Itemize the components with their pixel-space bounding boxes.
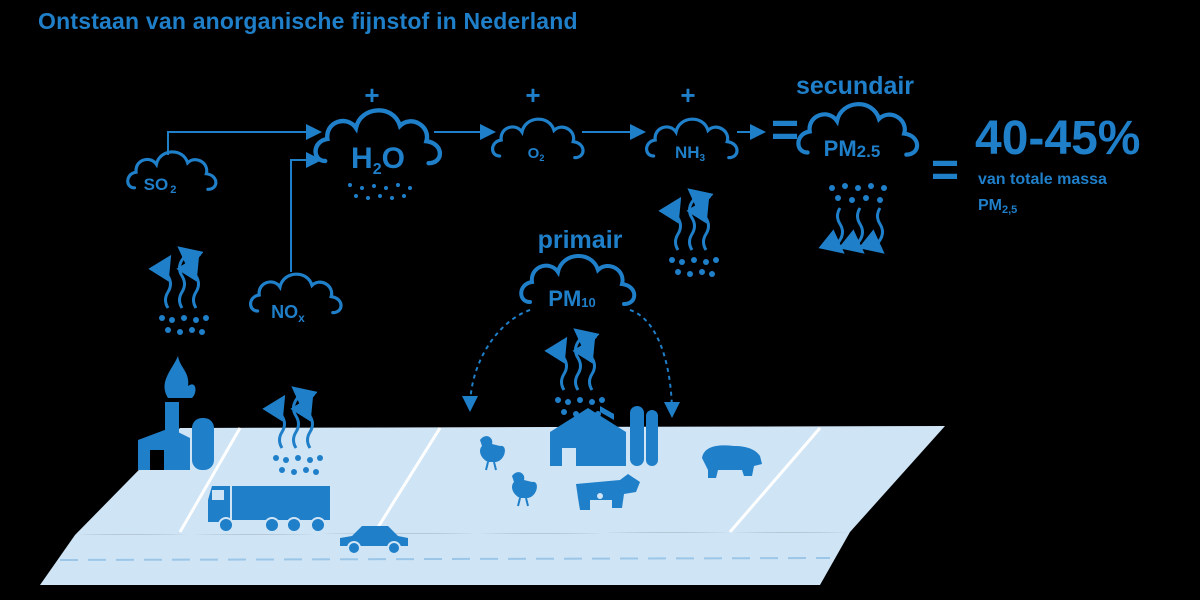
mass-label: van totale massa [978,171,1107,188]
mass-unit-label: PM2,5 [978,197,1017,216]
rising-arrows-icon [159,250,209,335]
cloud-icon [316,110,440,163]
secondary-label: secundair [796,72,914,100]
cow-icon [576,474,640,510]
plus-sign: + [525,80,540,110]
primary-label: primair [538,226,623,254]
page-title: Ontstaan van anorganische fijnstof in Ne… [38,8,578,34]
factory-icon [138,402,214,470]
nox-label: NOx [271,302,305,325]
flow-lines [167,124,766,418]
nh3-label: NH3 [675,143,706,164]
rising-arrows-icon [669,192,719,277]
chicken-icon [512,472,537,507]
equals-sign: = [771,104,799,157]
flame-icon [164,356,196,398]
pm10-label: PM10 [548,286,595,311]
equals-sign: = [931,144,959,197]
pm25-label: PM2.5 [824,136,881,161]
farm-barn-icon [550,406,626,466]
silo-icon [630,406,658,466]
rain-dots-icon [348,183,412,200]
car-icon [340,526,408,555]
h2o-label: H2O [351,142,405,178]
plus-sign: + [680,80,695,110]
o2-label: O2 [528,145,545,163]
truck-icon [208,486,330,533]
road [40,532,850,585]
chicken-icon [480,436,505,471]
road-markings [59,557,831,561]
pig-icon [702,445,762,478]
plus-sign: + [364,80,379,110]
percentage-value: 40-45% [975,112,1140,165]
rising-arrows-icon [555,332,605,417]
falling-arrows-icon [818,183,887,254]
